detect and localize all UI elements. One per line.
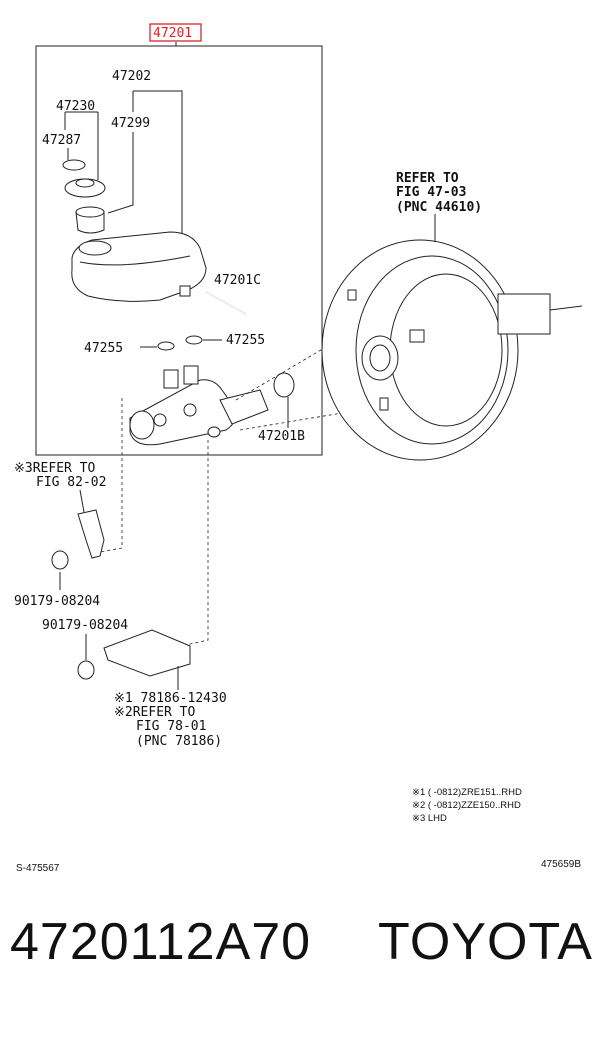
booster-pushrod bbox=[549, 305, 583, 311]
label-90179-a[interactable]: 90179-08204 bbox=[14, 594, 100, 609]
refer-booster-line1[interactable]: REFER TO bbox=[396, 171, 459, 186]
reservoir-outlet bbox=[179, 285, 191, 297]
assembly-label-highlight bbox=[149, 23, 202, 42]
cylinder-nut bbox=[207, 426, 221, 438]
label-47230[interactable]: 47230 bbox=[56, 99, 95, 114]
label-90179-b[interactable]: 90179-08204 bbox=[42, 618, 128, 633]
cylinder-port-1 bbox=[153, 413, 167, 427]
refer-booster-line3[interactable]: (PNC 44610) bbox=[396, 200, 482, 215]
dash-line-2 bbox=[239, 409, 361, 431]
booster-stud-2 bbox=[409, 329, 425, 343]
bracket-82-02 bbox=[77, 509, 105, 559]
booster-stud-3 bbox=[379, 397, 389, 411]
refer-78-line2[interactable]: ※2REFER TO bbox=[114, 705, 196, 720]
part-number: 4720112A70 bbox=[10, 913, 312, 971]
label-47202[interactable]: 47202 bbox=[112, 69, 151, 84]
label-47255-right[interactable]: 47255 bbox=[226, 333, 265, 348]
assembly-frame bbox=[35, 42, 323, 456]
label-47299[interactable]: 47299 bbox=[111, 116, 150, 131]
dash-line-3 bbox=[99, 398, 123, 553]
inlet-port-1 bbox=[163, 369, 179, 389]
reservoir-cap-top bbox=[75, 178, 95, 188]
refer-78-line4[interactable]: (PNC 78186) bbox=[136, 734, 222, 749]
inlet-port-2 bbox=[183, 365, 199, 385]
note-1: ※1 ( -0812)ZRE151..RHD bbox=[412, 787, 522, 798]
cylinder-port-2 bbox=[183, 403, 197, 417]
booster-center bbox=[361, 335, 399, 381]
nut-90179-b bbox=[77, 660, 95, 680]
diagram-code-right: 475659B bbox=[541, 859, 581, 870]
refer-booster-line2[interactable]: FIG 47-03 bbox=[396, 185, 466, 200]
note-3: ※3 LHD bbox=[412, 813, 447, 824]
refer-78-line3[interactable]: FIG 78-01 bbox=[136, 719, 206, 734]
grommet-47255-left bbox=[157, 341, 175, 351]
dash-line-4 bbox=[185, 440, 209, 646]
refer-82-line2[interactable]: FIG 82-02 bbox=[36, 475, 106, 490]
leader-47202 bbox=[133, 90, 183, 235]
booster-rib-1 bbox=[355, 255, 509, 445]
label-47201b[interactable]: 47201B bbox=[258, 429, 305, 444]
cylinder-end bbox=[129, 410, 155, 440]
o-ring-47201b bbox=[273, 372, 295, 398]
nut-90179-a bbox=[51, 550, 69, 570]
grommet-47255-right bbox=[185, 335, 203, 345]
assembly-label[interactable]: 47201 bbox=[153, 26, 192, 41]
leader-47299 bbox=[107, 132, 134, 214]
diagram-code-left: S-475567 bbox=[16, 863, 60, 874]
brand-name: TOYOTA bbox=[378, 913, 593, 971]
note-2: ※2 ( -0812)ZZE150..RHD bbox=[412, 800, 521, 811]
booster-stud-1 bbox=[347, 289, 357, 301]
leader-refer-82 bbox=[79, 489, 85, 513]
refer-78-line1[interactable]: ※1 78186-12430 bbox=[114, 691, 227, 706]
parts-diagram: 47201 47202 47230 47299 47287 47201C 472… bbox=[14, 23, 583, 874]
label-47287[interactable]: 47287 bbox=[42, 133, 81, 148]
booster-rear-boss bbox=[497, 293, 551, 335]
pin-47201c-inner bbox=[205, 291, 247, 315]
booster-center-inner bbox=[369, 344, 391, 372]
clip-ring-47287 bbox=[62, 159, 86, 171]
label-47201c[interactable]: 47201C bbox=[214, 273, 261, 288]
bracket-78186 bbox=[103, 629, 191, 677]
refer-82-line1[interactable]: ※3REFER TO bbox=[14, 461, 96, 476]
reservoir-neck bbox=[78, 240, 112, 256]
brake-booster bbox=[321, 239, 519, 461]
label-47255-left[interactable]: 47255 bbox=[84, 341, 123, 356]
strainer-top bbox=[75, 206, 105, 218]
reservoir-seam bbox=[79, 255, 191, 266]
